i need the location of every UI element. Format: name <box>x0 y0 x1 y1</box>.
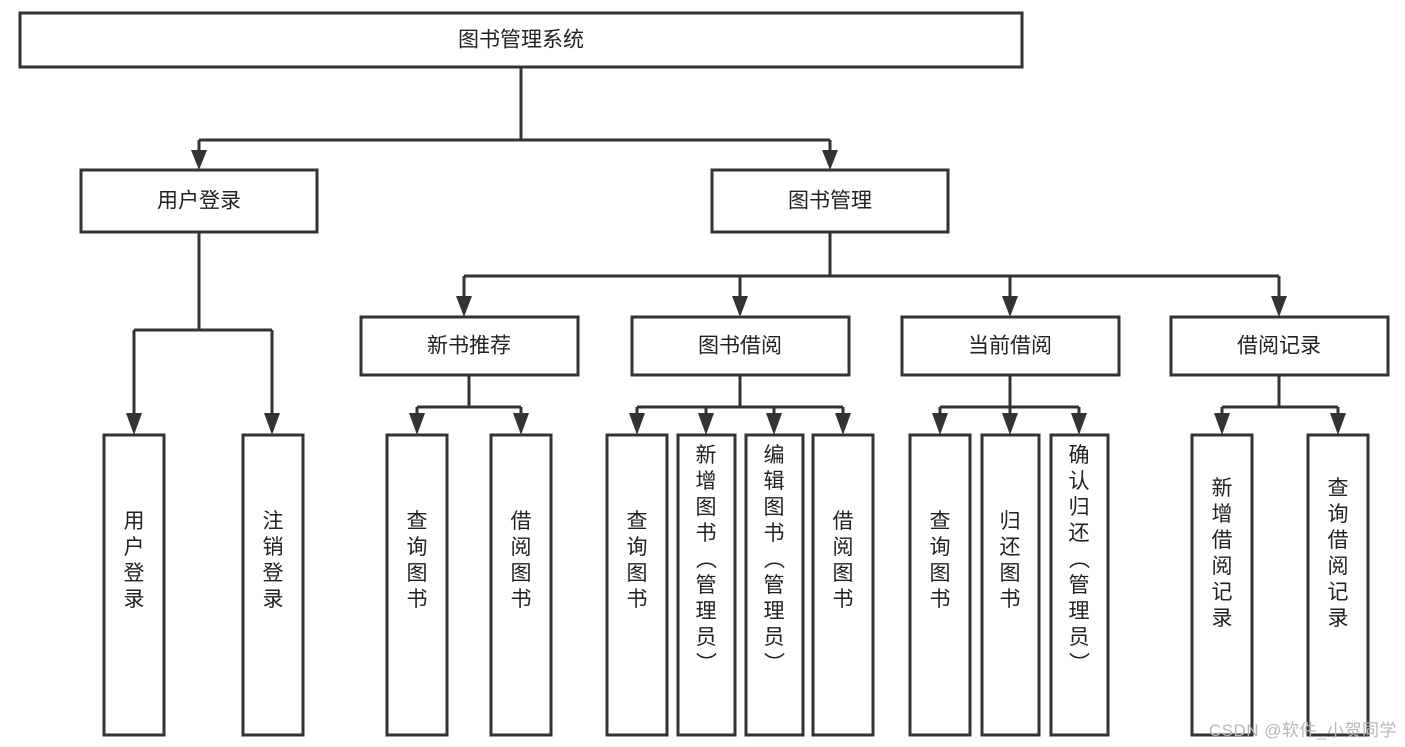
node-leaf-return-book-label: 归还图书 <box>1000 510 1021 611</box>
arrowhead-leaf-query-book-3 <box>932 413 948 435</box>
node-current-borrow-label: 当前借阅 <box>968 335 1052 358</box>
node-leaf-query-book-1-box[interactable] <box>385 433 449 737</box>
arrowhead-borrow-record <box>1271 296 1287 317</box>
node-leaf-logout-login-label: 注销登录 <box>263 510 284 611</box>
node-leaf-query-book-1-label: 查询图书 <box>407 510 428 611</box>
connector-layer <box>126 67 1346 435</box>
node-leaf-user-login-label: 用户登录 <box>124 510 145 611</box>
node-leaf-borrow-book-1-box[interactable] <box>489 433 553 737</box>
node-leaf-logout-login-box[interactable] <box>241 433 305 737</box>
arrowhead-leaf-confirm-return <box>1071 413 1087 435</box>
node-user-login-label: 用户登录 <box>157 190 241 213</box>
node-leaf-add-record-box[interactable] <box>1190 433 1254 737</box>
node-borrow-record-box[interactable] <box>1169 315 1390 377</box>
node-leaf-user-login-box[interactable] <box>102 433 166 737</box>
node-leaf-return-book[interactable]: 归还图书 <box>980 433 1041 737</box>
node-borrow-record[interactable]: 借阅记录 <box>1169 315 1390 377</box>
node-leaf-query-book-2-box[interactable] <box>605 433 669 737</box>
arrowhead-leaf-add-book <box>698 413 714 435</box>
node-new-book-recommend-label: 新书推荐 <box>427 335 511 358</box>
arrowhead-leaf-add-record <box>1214 413 1230 435</box>
node-leaf-query-record-label: 查询借阅记录 <box>1328 477 1349 630</box>
node-root[interactable]: 图书管理系统 <box>18 11 1024 69</box>
node-leaf-confirm-return-label: 确认归还（管理员） <box>1069 444 1091 675</box>
node-root-box[interactable] <box>18 11 1024 69</box>
node-leaf-query-book-3[interactable]: 查询图书 <box>908 433 972 737</box>
node-book-management[interactable]: 图书管理 <box>710 168 950 234</box>
node-leaf-confirm-return[interactable]: 确认归还（管理员） <box>1049 433 1110 737</box>
node-book-management-box[interactable] <box>710 168 950 234</box>
arrowhead-leaf-query-record <box>1330 413 1346 435</box>
node-leaf-edit-book[interactable]: 编辑图书（管理员） <box>744 433 805 737</box>
node-current-borrow[interactable]: 当前借阅 <box>900 315 1121 377</box>
node-user-login[interactable]: 用户登录 <box>79 168 319 234</box>
node-leaf-query-book-2-label: 查询图书 <box>627 510 648 611</box>
node-book-borrow-box[interactable] <box>630 315 851 377</box>
node-leaf-edit-book-box[interactable] <box>744 433 805 737</box>
node-leaf-query-book-1[interactable]: 查询图书 <box>385 433 449 737</box>
node-leaf-edit-book-label: 编辑图书（管理员） <box>764 444 786 675</box>
csdn-watermark: CSDN @软件_小贺同学 <box>1208 721 1397 740</box>
arrowhead-leaf-user-login <box>126 413 142 435</box>
arrowhead-leaf-query-book-2 <box>629 413 645 435</box>
node-leaf-borrow-book-2-label: 借阅图书 <box>833 510 854 611</box>
node-leaf-add-book-label: 新增图书（管理员） <box>696 444 718 675</box>
node-book-management-label: 图书管理 <box>788 190 872 213</box>
arrowhead-book-management <box>822 150 838 170</box>
node-leaf-confirm-return-box[interactable] <box>1049 433 1110 737</box>
node-user-login-box[interactable] <box>79 168 319 234</box>
node-leaf-add-book[interactable]: 新增图书（管理员） <box>676 433 737 737</box>
node-leaf-return-book-box[interactable] <box>980 433 1041 737</box>
node-leaf-add-record-label: 新增借阅记录 <box>1212 477 1233 630</box>
node-leaf-borrow-book-2[interactable]: 借阅图书 <box>811 433 875 737</box>
node-leaf-query-record[interactable]: 查询借阅记录 <box>1306 433 1370 737</box>
node-leaf-add-record[interactable]: 新增借阅记录 <box>1190 433 1254 737</box>
node-leaf-add-book-box[interactable] <box>676 433 737 737</box>
arrowhead-leaf-logout-login <box>264 413 280 435</box>
node-borrow-record-label: 借阅记录 <box>1237 335 1321 358</box>
node-book-borrow-label: 图书借阅 <box>698 335 782 358</box>
node-new-book-recommend-box[interactable] <box>359 315 580 377</box>
arrowhead-book-borrow <box>732 296 748 317</box>
arrowhead-leaf-return-book <box>1002 413 1018 435</box>
node-new-book-recommend[interactable]: 新书推荐 <box>359 315 580 377</box>
node-leaf-query-book-3-label: 查询图书 <box>930 510 951 611</box>
arrowhead-leaf-query-book-1 <box>409 413 425 435</box>
arrowhead-new-book-recommend <box>456 296 472 317</box>
node-leaf-query-book-3-box[interactable] <box>908 433 972 737</box>
arrowhead-leaf-borrow-book-1 <box>513 413 529 435</box>
arrowhead-current-borrow <box>1002 296 1018 317</box>
arrowhead-user-login <box>191 150 207 170</box>
node-leaf-borrow-book-1-label: 借阅图书 <box>511 510 532 611</box>
node-leaf-user-login[interactable]: 用户登录 <box>102 433 166 737</box>
node-leaf-logout-login[interactable]: 注销登录 <box>241 433 305 737</box>
arrowhead-leaf-edit-book <box>766 413 782 435</box>
node-book-borrow[interactable]: 图书借阅 <box>630 315 851 377</box>
arrowhead-leaf-borrow-book-2 <box>835 413 851 435</box>
node-leaf-borrow-book-1[interactable]: 借阅图书 <box>489 433 553 737</box>
node-leaf-query-book-2[interactable]: 查询图书 <box>605 433 669 737</box>
node-root-label: 图书管理系统 <box>458 29 584 52</box>
node-current-borrow-box[interactable] <box>900 315 1121 377</box>
node-leaf-query-record-box[interactable] <box>1306 433 1370 737</box>
node-leaf-borrow-book-2-box[interactable] <box>811 433 875 737</box>
